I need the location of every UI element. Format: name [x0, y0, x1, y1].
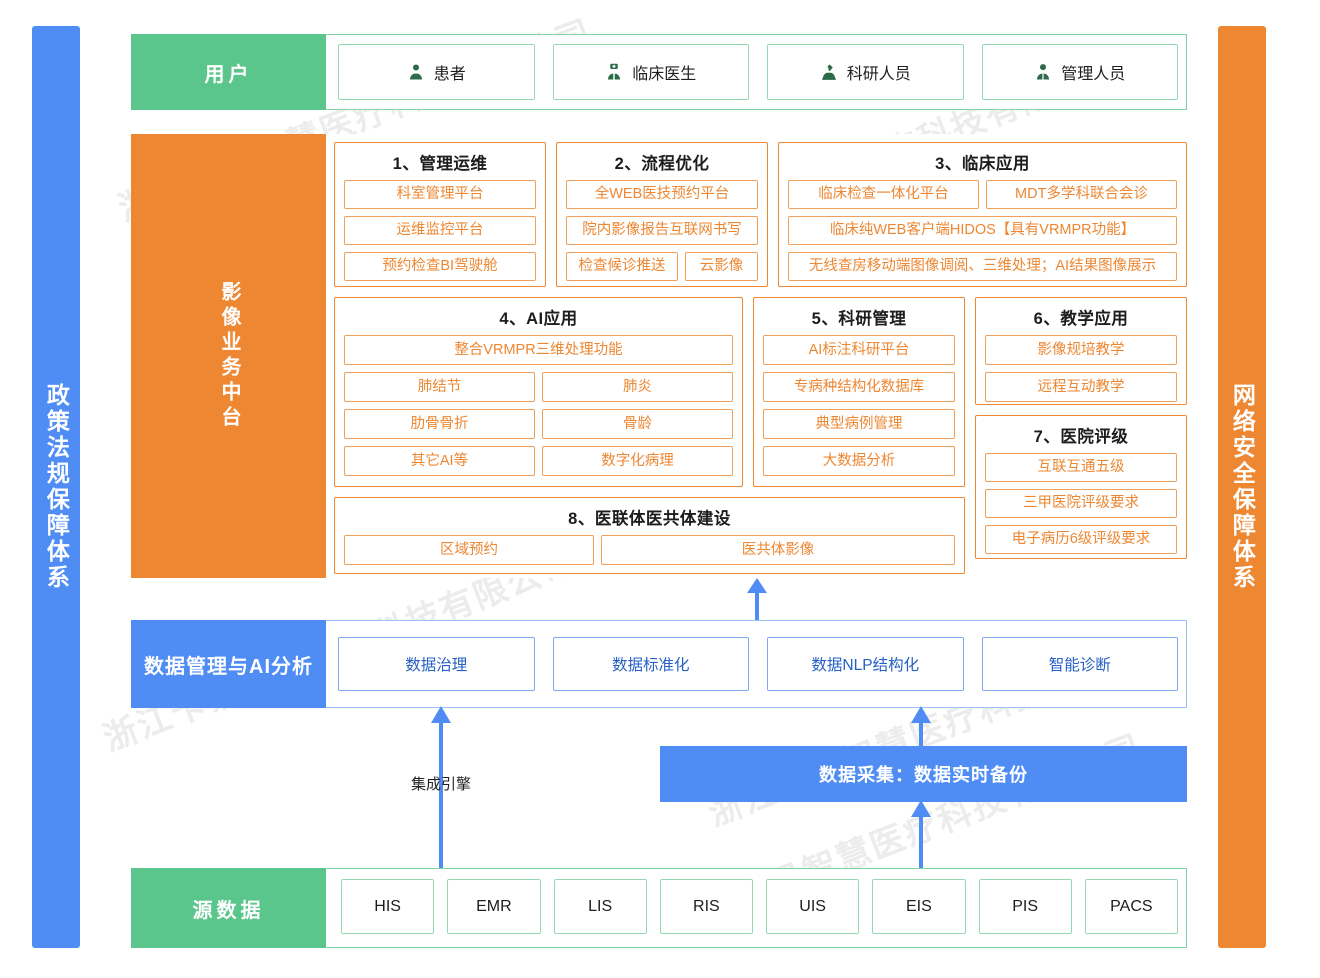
- user-item-label: 患者: [433, 66, 466, 83]
- source-item-uis[interactable]: UIS: [766, 879, 860, 934]
- item-box[interactable]: 临床检查一体化平台: [788, 180, 979, 209]
- item-box[interactable]: 检查候诊推送: [566, 252, 679, 281]
- item-box[interactable]: 远程互动教学: [985, 372, 1177, 402]
- item-box[interactable]: 医共体影像: [600, 535, 955, 565]
- user-item-clinician[interactable]: 临床医生: [552, 44, 749, 100]
- source-item-emr[interactable]: EMR: [447, 879, 541, 934]
- group-research-management: 5、科研管理 AI标注科研平台 专病种结构化数据库 典型病例管理 大数据分析: [753, 297, 965, 487]
- microscope-icon: [820, 63, 838, 81]
- item-box[interactable]: 院内影像报告互联网书写: [566, 216, 758, 245]
- group-title: 5、科研管理: [811, 310, 907, 328]
- item-box[interactable]: 典型病例管理: [763, 409, 955, 439]
- arrow-source-to-collection: [911, 800, 931, 870]
- item-box[interactable]: 肋骨骨折: [344, 409, 535, 439]
- group-hospital-rating: 7、医院评级 互联互通五级 三甲医院评级要求 电子病历6级评级要求: [975, 415, 1187, 559]
- group-medical-consortium: 8、医联体医共体建设 区域预约 医共体影像: [334, 497, 965, 574]
- item-box[interactable]: 预约检查BI驾驶舱: [344, 252, 536, 281]
- item-box[interactable]: 整合VRMPR三维处理功能: [344, 335, 733, 365]
- item-box[interactable]: 临床纯WEB客户端HIDOS【具有VRMPR功能】: [788, 216, 1177, 245]
- item-box[interactable]: 专病种结构化数据库: [763, 372, 955, 402]
- user-items: 患者 临床医生 科研人员 管理人员: [338, 44, 1178, 100]
- data-collection-bar: 数据采集：数据实时备份: [660, 746, 1187, 802]
- data-item-standardization[interactable]: 数据标准化: [552, 637, 749, 691]
- item-box[interactable]: 肺炎: [542, 372, 733, 402]
- source-item-lis[interactable]: LIS: [553, 879, 647, 934]
- network-security-sidebar: 网络安全保障体系: [1218, 26, 1266, 948]
- doctor-icon: [605, 63, 623, 81]
- item-box[interactable]: 运维监控平台: [344, 216, 536, 245]
- data-item-nlp-structuring[interactable]: 数据NLP结构化: [767, 637, 964, 691]
- item-box[interactable]: 三甲医院评级要求: [985, 489, 1177, 518]
- item-box[interactable]: 云影像: [685, 252, 758, 281]
- group-title: 1、管理运维: [392, 155, 488, 173]
- item-box[interactable]: 影像规培教学: [985, 335, 1177, 365]
- source-item-ris[interactable]: RIS: [659, 879, 753, 934]
- user-item-researcher[interactable]: 科研人员: [767, 44, 964, 100]
- user-item-label: 临床医生: [632, 66, 697, 83]
- arrow-integration-engine: [431, 706, 451, 868]
- source-data-label: 源数据: [131, 868, 326, 948]
- user-item-patient[interactable]: 患者: [338, 44, 535, 100]
- item-box[interactable]: MDT多学科联合会诊: [986, 180, 1177, 209]
- user-item-label: 管理人员: [1061, 66, 1126, 83]
- group-teaching-application: 6、教学应用 影像规培教学 远程互动教学: [975, 297, 1187, 405]
- item-box[interactable]: 科室管理平台: [344, 180, 536, 209]
- item-box[interactable]: 大数据分析: [763, 446, 955, 476]
- user-item-label: 科研人员: [846, 66, 911, 83]
- item-box[interactable]: 全WEB医技预约平台: [566, 180, 758, 209]
- source-item-his[interactable]: HIS: [341, 879, 435, 934]
- data-management-label: 数据管理与AI分析: [131, 620, 326, 708]
- group-title: 8、医联体医共体建设: [568, 510, 731, 528]
- item-box[interactable]: 数字化病理: [542, 446, 733, 476]
- source-data-items: HIS EMR LIS RIS UIS EIS PIS PACS: [341, 879, 1178, 934]
- source-item-eis[interactable]: EIS: [872, 879, 966, 934]
- item-box[interactable]: 电子病历6级评级要求: [985, 525, 1177, 554]
- item-box[interactable]: 区域预约: [344, 535, 594, 565]
- group-title: 7、医院评级: [1033, 428, 1129, 446]
- policy-regulation-sidebar: 政策法规保障体系: [32, 26, 80, 948]
- group-management-ops: 1、管理运维 科室管理平台 运维监控平台 预约检查BI驾驶舱: [334, 142, 546, 287]
- group-clinical-application: 3、临床应用 临床检查一体化平台 MDT多学科联合会诊 临床纯WEB客户端HID…: [778, 142, 1187, 287]
- imaging-platform-label: 影像业务中台: [131, 134, 326, 578]
- source-item-pis[interactable]: PIS: [978, 879, 1072, 934]
- patient-icon: [407, 63, 425, 81]
- manager-icon: [1034, 63, 1052, 81]
- user-row-label: 用户: [131, 34, 326, 110]
- group-title: 3、临床应用: [935, 155, 1030, 173]
- source-item-pacs[interactable]: PACS: [1084, 879, 1178, 934]
- arrow-collection-to-data-management: [911, 706, 931, 748]
- middle-groups-area: 1、管理运维 科室管理平台 运维监控平台 预约检查BI驾驶舱 2、流程优化 全W…: [334, 134, 1187, 578]
- user-item-administrator[interactable]: 管理人员: [981, 44, 1178, 100]
- item-box[interactable]: AI标注科研平台: [763, 335, 955, 365]
- item-box[interactable]: 肺结节: [344, 372, 535, 402]
- item-box[interactable]: 其它AI等: [344, 446, 535, 476]
- data-item-intelligent-diagnosis[interactable]: 智能诊断: [981, 637, 1178, 691]
- group-process-optimization: 2、流程优化 全WEB医技预约平台 院内影像报告互联网书写 检查候诊推送 云影像: [556, 142, 768, 287]
- integration-engine-label: 集成引擎: [410, 776, 471, 793]
- group-ai-application: 4、AI应用 整合VRMPR三维处理功能 肺结节 肺炎 肋骨骨折 骨龄 其它AI…: [334, 297, 743, 487]
- data-item-governance[interactable]: 数据治理: [338, 637, 535, 691]
- group-title: 4、AI应用: [499, 310, 578, 328]
- arrow-up-to-platform: [747, 578, 767, 622]
- item-box[interactable]: 互联互通五级: [985, 453, 1177, 482]
- item-box[interactable]: 无线查房移动端图像调阅、三维处理；AI结果图像展示: [788, 252, 1177, 281]
- data-management-items: 数据治理 数据标准化 数据NLP结构化 智能诊断: [338, 637, 1178, 691]
- group-title: 6、教学应用: [1033, 310, 1129, 328]
- item-box[interactable]: 骨龄: [542, 409, 733, 439]
- group-title: 2、流程优化: [614, 155, 710, 173]
